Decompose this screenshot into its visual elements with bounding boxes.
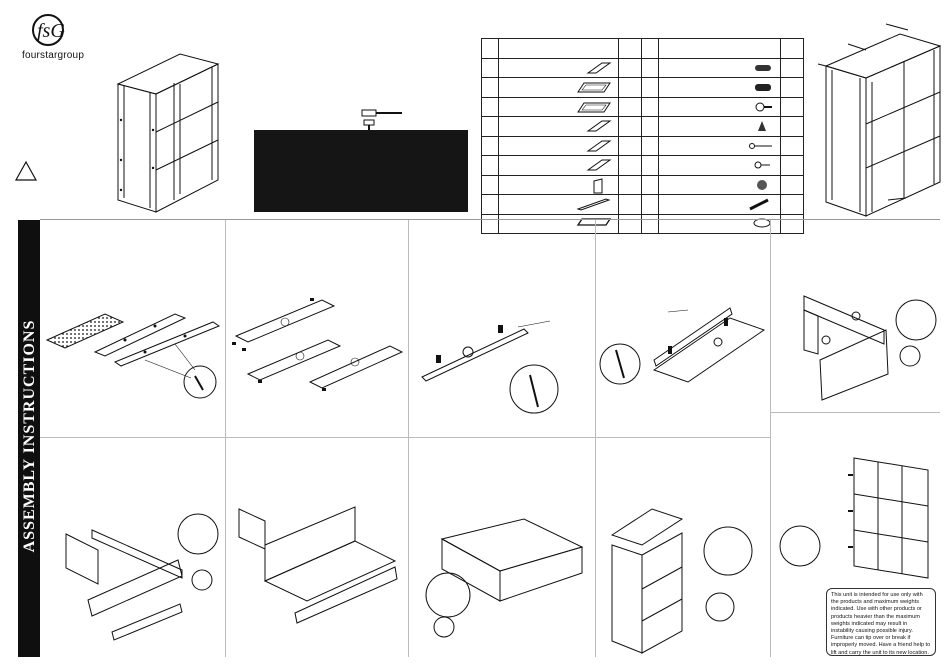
brand-name: fourstargroup xyxy=(22,50,85,61)
tack-icon xyxy=(754,161,770,169)
nail-icon xyxy=(748,142,772,149)
cam-lock-icon xyxy=(757,121,766,131)
back-strip-icon xyxy=(576,217,612,226)
bookcase-overview-illustration xyxy=(116,53,220,213)
washer-icon xyxy=(753,218,771,227)
section-title: ASSEMBLY INSTRUCTIONS xyxy=(21,319,38,553)
step-5-illustration xyxy=(803,295,937,401)
warning-triangle-icon xyxy=(14,160,38,181)
tools-icon xyxy=(361,109,402,132)
panel-icon xyxy=(576,82,611,93)
side-label-bar xyxy=(18,220,40,657)
cam-bolt-icon xyxy=(754,64,771,71)
parts-row xyxy=(480,57,805,78)
fourstar-logo: fsG xyxy=(32,14,65,46)
parts-row xyxy=(480,194,805,215)
strip-icon xyxy=(576,198,611,211)
logo-letters: fsG xyxy=(37,20,65,42)
safety-warning-box: This unit is intended for use only with … xyxy=(826,588,936,656)
grid-divider xyxy=(40,219,940,220)
parts-row xyxy=(480,96,805,117)
step-3-illustration xyxy=(421,320,559,414)
step-2-illustration xyxy=(232,298,404,391)
parts-row xyxy=(480,116,805,137)
small-panel-icon xyxy=(593,177,603,193)
step-6-illustration xyxy=(65,513,219,641)
parts-row xyxy=(480,77,805,98)
cam-bolt-icon xyxy=(754,84,771,91)
parts-table xyxy=(480,38,805,234)
step-7-illustration xyxy=(238,506,398,624)
instruction-black-panel xyxy=(254,130,468,212)
panel-icon xyxy=(586,140,612,151)
bookcase-front-illustration xyxy=(817,23,942,217)
panel-icon xyxy=(586,62,612,73)
cam-nut-icon xyxy=(756,179,767,190)
parts-row xyxy=(480,135,805,156)
parts-row xyxy=(480,155,805,176)
panel-icon xyxy=(576,102,611,112)
step-1-illustration xyxy=(45,313,221,399)
panel-icon xyxy=(586,120,612,132)
panel-icon xyxy=(586,159,612,171)
grid-divider xyxy=(595,220,596,657)
long-screw-icon xyxy=(749,198,769,211)
grid-divider xyxy=(770,412,940,413)
grid-divider xyxy=(408,220,409,657)
grid-divider xyxy=(40,437,770,438)
parts-header-row xyxy=(480,38,805,59)
parts-row xyxy=(480,213,805,234)
step-9-illustration xyxy=(610,508,753,654)
step-4-illustration xyxy=(599,307,766,385)
step-10-illustration xyxy=(779,457,929,579)
step-8-illustration xyxy=(425,518,584,638)
screw-icon xyxy=(755,102,772,111)
grid-divider xyxy=(225,220,226,657)
grid-divider xyxy=(770,220,771,657)
parts-row xyxy=(480,174,805,195)
